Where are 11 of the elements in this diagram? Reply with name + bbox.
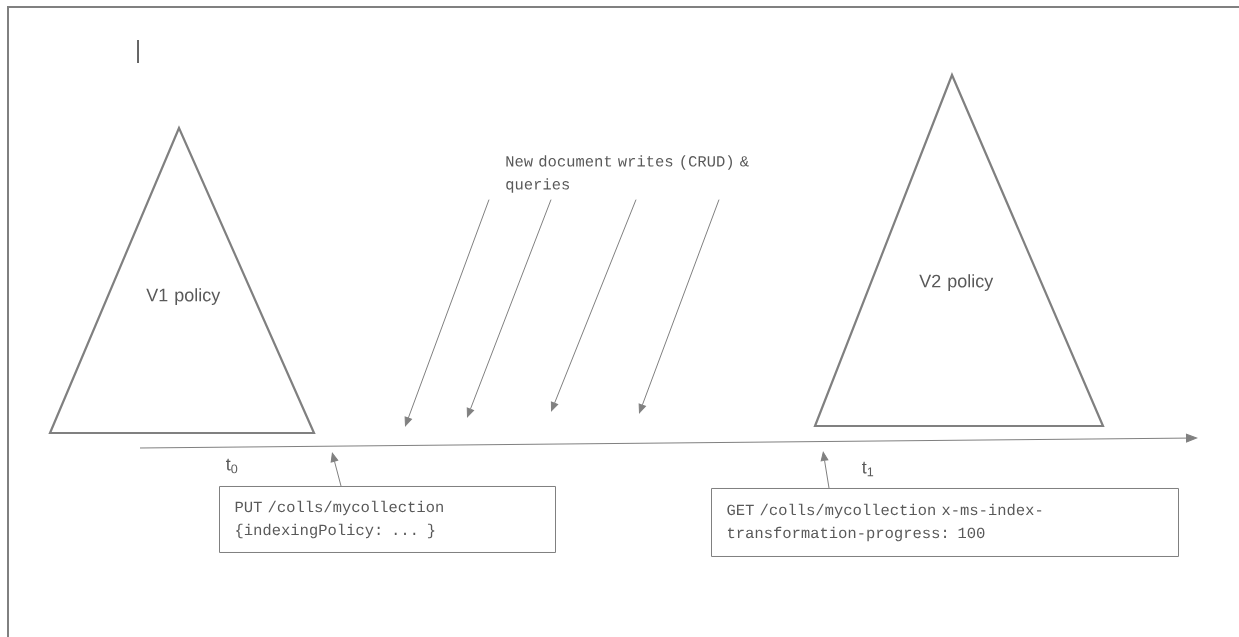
arrow [638, 199, 720, 414]
arrow [550, 199, 637, 412]
time-label: t$_{0}$ [226, 458, 238, 474]
arrow [404, 199, 490, 427]
arrow [820, 451, 830, 489]
arrow [466, 199, 552, 418]
request-box: PUT /colls/mycollection {indexingPolicy: ... } [219, 486, 556, 553]
request-box: GET /colls/mycollection x-ms-index-transformation-progress: 100 [711, 488, 1179, 557]
time-label: t$_{1}$ [862, 461, 874, 477]
arrow [330, 452, 342, 487]
note-text: New document writes (CRUD) & queries [506, 155, 749, 193]
